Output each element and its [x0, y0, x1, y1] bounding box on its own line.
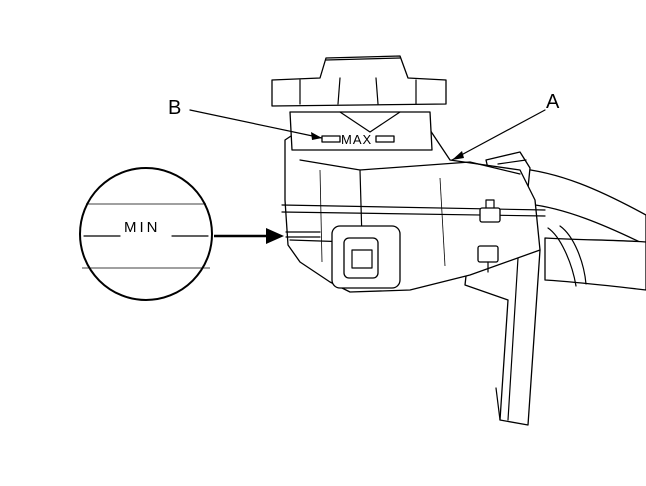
- level-sensor-connector: [331, 225, 401, 289]
- reservoir-cap: [271, 55, 447, 107]
- callout-b: B: [168, 97, 323, 140]
- min-detail-magnifier: MIN: [79, 167, 213, 301]
- lower-hose: [544, 225, 646, 291]
- label-b: B: [168, 97, 181, 119]
- upper-hose: [514, 167, 646, 246]
- mounting-bolt: [479, 199, 501, 223]
- max-label: MAX: [341, 132, 372, 147]
- lower-bolt: [477, 245, 499, 273]
- callout-a: A: [451, 91, 560, 161]
- detail-arrow: [214, 228, 284, 244]
- mounting-bracket: [464, 239, 541, 426]
- label-a: A: [546, 91, 560, 113]
- max-level-mark: MAX: [321, 132, 395, 147]
- min-label: MIN: [124, 219, 161, 236]
- tank-min-mark: [285, 231, 321, 238]
